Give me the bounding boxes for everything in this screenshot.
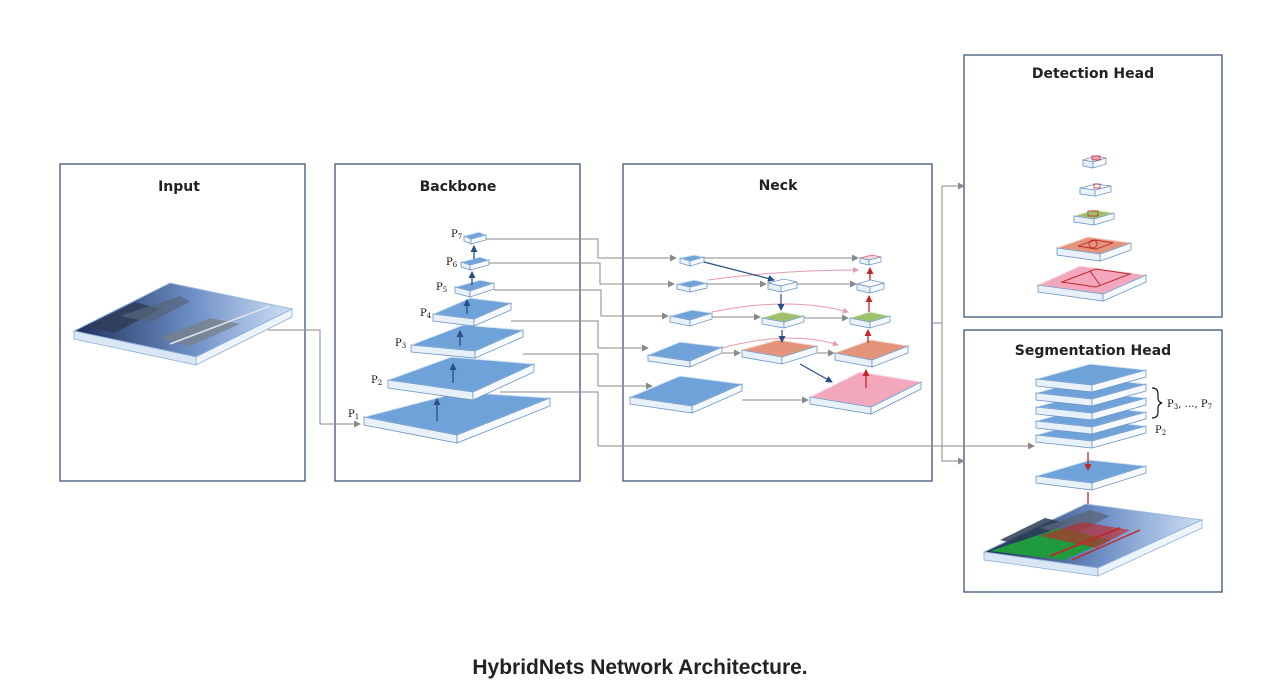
neck-fused-map-green — [761, 311, 805, 329]
detection-output-map — [1082, 155, 1107, 169]
neck-input-map — [628, 375, 744, 414]
detection-output-map — [1036, 265, 1148, 302]
figure-caption: HybridNets Network Architecture. — [472, 656, 808, 679]
input-image — [72, 282, 294, 366]
neck-input-map — [646, 341, 724, 368]
backbone-feature-map — [453, 279, 496, 298]
segmentation-head-title: Segmentation Head — [1015, 343, 1171, 359]
neck-input-map — [669, 309, 713, 327]
segmentation-head-stack: P3, …, P7 P2 — [982, 363, 1212, 577]
level-label-p6: P6 — [446, 257, 458, 269]
p7-to-neck-connector — [486, 238, 677, 262]
neck-output-map-white — [856, 279, 885, 294]
seg-range-brace — [1151, 387, 1163, 419]
neck-title: Neck — [759, 178, 799, 194]
backbone-feature-map — [459, 256, 491, 271]
skip-arc — [707, 267, 859, 281]
backbone-title: Backbone — [420, 179, 497, 195]
detection-output-map — [1079, 183, 1112, 197]
seg-output-image — [982, 503, 1204, 577]
down-arrow — [703, 261, 775, 282]
neck-output-map-green — [849, 311, 891, 329]
neck-fused-map-orange — [741, 339, 818, 365]
detection-head-maps — [1036, 155, 1148, 302]
backbone-upward-arrows — [433, 245, 478, 421]
neck-feature-maps — [628, 254, 923, 415]
neck-output-map-small — [859, 254, 882, 266]
neck-fused-map-white — [767, 278, 798, 293]
neck-input-map — [676, 279, 708, 293]
detection-head-title: Detection Head — [1032, 66, 1154, 82]
neck-to-heads-connector — [932, 182, 965, 324]
detection-output-map — [1073, 209, 1115, 226]
p5-to-neck-connector — [494, 289, 669, 320]
level-label-p3: P3 — [395, 338, 406, 350]
neck-down-arrows — [703, 261, 833, 383]
neck-output-map-pink — [808, 371, 923, 415]
input-title: Input — [158, 179, 200, 195]
level-label-p5: P5 — [436, 282, 447, 294]
level-label-p2: P2 — [371, 375, 382, 387]
p4-to-neck-connector — [511, 320, 649, 352]
down-arrow — [799, 363, 833, 383]
p2-to-seg-connector — [500, 391, 1035, 450]
level-label-p1: P1 — [348, 409, 359, 421]
input-to-p1-connector — [268, 329, 361, 428]
detection-output-map — [1056, 236, 1132, 262]
backbone-feature-map — [410, 324, 524, 359]
seg-range-label: P3, …, P7 — [1167, 399, 1212, 411]
backbone-feature-map — [387, 356, 536, 401]
backbone-pyramid: P1 P2 P3 P4 P5 P6 P7 — [348, 229, 551, 444]
skip-arc — [711, 303, 849, 314]
seg-base-label: P2 — [1155, 425, 1166, 437]
p3-to-neck-connector — [523, 353, 653, 390]
neck-output-map-orange — [833, 339, 910, 368]
neck-up-arrows — [862, 267, 874, 388]
backbone-feature-map — [462, 231, 488, 245]
level-label-p7: P7 — [451, 229, 462, 241]
backbone-feature-map — [431, 297, 513, 327]
neck-to-seg-connector — [941, 323, 965, 465]
level-label-p4: P4 — [420, 308, 432, 320]
seg-merged-map — [1035, 459, 1147, 491]
connector-lines — [268, 182, 1035, 465]
seg-stack-layer — [1035, 363, 1147, 393]
backbone-feature-map — [363, 391, 551, 444]
p6-to-neck-connector — [489, 262, 675, 288]
